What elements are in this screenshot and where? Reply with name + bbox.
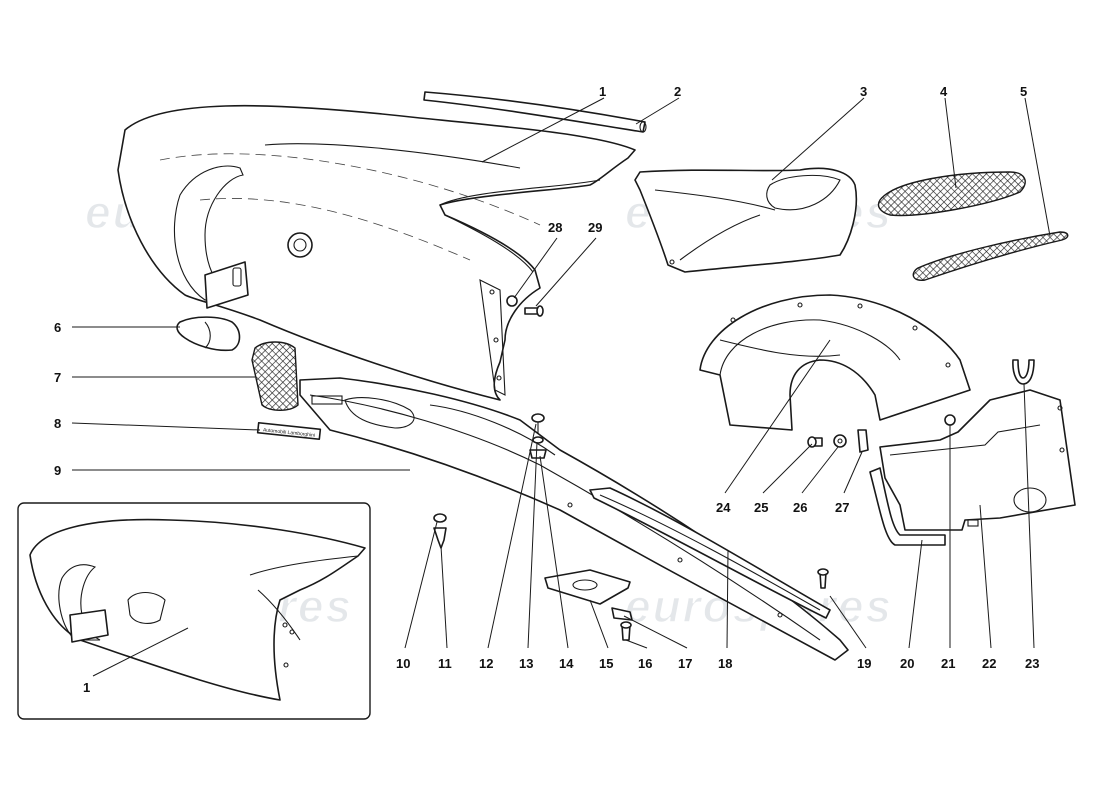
part-mesh-grille-lower [912, 231, 1069, 281]
callout-27: 27 [835, 500, 849, 515]
clip-14 [529, 449, 547, 459]
callout-7: 7 [54, 370, 61, 385]
callout-16: 16 [638, 656, 652, 671]
callout-23: 23 [1025, 656, 1039, 671]
part-inner-panel [634, 167, 858, 273]
leader-lines [71, 97, 1051, 677]
callout-9: 9 [54, 463, 61, 478]
callout-22: 22 [982, 656, 996, 671]
screw-head-12 [531, 413, 545, 423]
callout-21: 21 [941, 656, 955, 671]
callout-28: 28 [548, 220, 562, 235]
callout-3: 3 [860, 84, 867, 99]
clip-10 [433, 513, 447, 523]
washer-26 [833, 434, 847, 448]
part-liner-hardware [807, 414, 956, 453]
part-badge: Automobili Lamborghini [256, 421, 322, 441]
callout-26: 26 [793, 500, 807, 515]
callout-19: 19 [857, 656, 871, 671]
callout-4: 4 [940, 84, 948, 99]
nut-28 [506, 295, 518, 307]
callout-8: 8 [54, 416, 61, 431]
callout-1: 1 [599, 84, 606, 99]
callout-15: 15 [599, 656, 613, 671]
inset-detail [17, 502, 371, 720]
watermark-text: eurospares [625, 580, 893, 632]
clip-27 [857, 429, 869, 453]
callout-13: 13 [519, 656, 533, 671]
callout-29: 29 [588, 220, 602, 235]
callout-numbers: 1 2 3 4 5 6 7 8 9 10 11 12 13 14 15 16 1… [54, 84, 1039, 695]
part-u-clip [1012, 359, 1035, 385]
part-sill-trim [589, 487, 831, 619]
callout-17: 17 [678, 656, 692, 671]
callout-12: 12 [479, 656, 493, 671]
callout-25: 25 [754, 500, 768, 515]
part-seal-profile [869, 467, 946, 546]
callout-2: 2 [674, 84, 681, 99]
callout-10: 10 [396, 656, 410, 671]
badge-text: Automobili Lamborghini [263, 427, 316, 438]
callout-11: 11 [438, 656, 452, 671]
part-wheel-arch-liner [699, 294, 971, 431]
part-fender-panel [117, 104, 636, 401]
part-fasteners [433, 295, 829, 641]
screw-11 [433, 527, 447, 549]
callout-14: 14 [559, 656, 574, 671]
washer-13 [532, 436, 544, 444]
part-mesh-grille-upper [877, 171, 1026, 217]
callout-5: 5 [1020, 84, 1027, 99]
part-bulkhead-panel [879, 389, 1076, 531]
part-side-grille [251, 341, 299, 411]
bracket-15 [544, 569, 631, 605]
callout-18: 18 [718, 656, 732, 671]
callout-20: 20 [900, 656, 914, 671]
fastener-21 [944, 414, 956, 426]
inset-callout-1: 1 [83, 680, 90, 695]
part-seal-strip [423, 91, 647, 133]
part-side-lamp [176, 316, 241, 352]
part-sill-panel [299, 377, 849, 661]
callout-24: 24 [716, 500, 731, 515]
callout-6: 6 [54, 320, 61, 335]
